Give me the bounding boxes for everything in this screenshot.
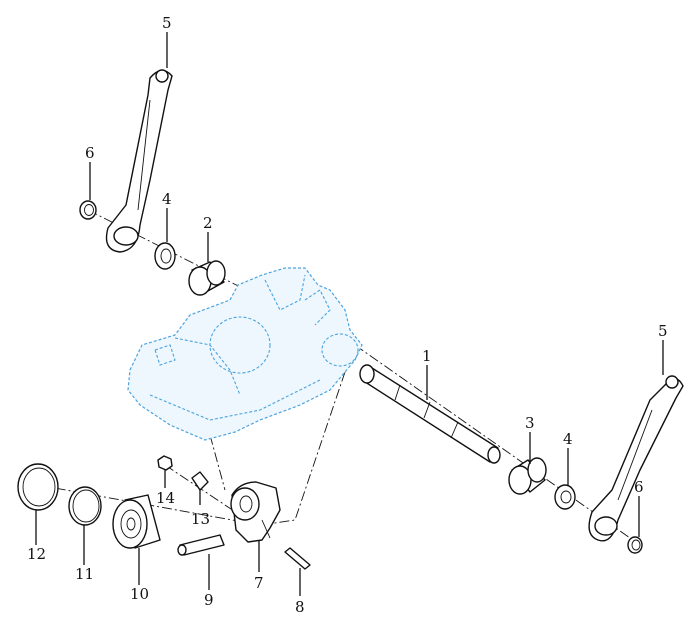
cover-12 xyxy=(17,463,59,511)
snap-ring-lower xyxy=(627,536,643,554)
housing-outline xyxy=(127,267,363,441)
lever-arm-lower xyxy=(588,375,684,542)
lever-arm-upper xyxy=(105,69,173,253)
callout-12: 12 xyxy=(27,545,46,563)
roller-10 xyxy=(112,494,161,549)
plate-13 xyxy=(191,471,209,491)
callout-5-lower: 5 xyxy=(658,322,668,340)
washer-lower xyxy=(554,484,576,510)
callout-1: 1 xyxy=(422,347,432,365)
washer-upper xyxy=(154,242,176,270)
bushing-3 xyxy=(508,457,547,495)
callout-13: 13 xyxy=(191,510,210,528)
callout-4-upper: 4 xyxy=(162,190,172,208)
callout-labels: 5 6 4 2 1 3 4 5 6 12 11 10 14 13 7 9 8 xyxy=(27,14,668,616)
snap-ring-upper xyxy=(79,200,97,220)
bushing-2 xyxy=(188,260,226,296)
pin-9 xyxy=(177,534,225,556)
callout-10: 10 xyxy=(130,585,149,603)
callout-4-lower: 4 xyxy=(563,430,573,448)
bracket-7 xyxy=(230,481,281,543)
callout-14: 14 xyxy=(156,489,175,507)
callout-8: 8 xyxy=(295,598,305,616)
callout-7: 7 xyxy=(254,574,264,592)
leader-lines xyxy=(35,32,664,596)
seal-11 xyxy=(68,486,102,526)
shaft-1 xyxy=(359,364,501,464)
callout-6-lower: 6 xyxy=(634,478,644,496)
callout-5-upper: 5 xyxy=(162,14,172,32)
callout-2: 2 xyxy=(203,214,213,232)
callout-3: 3 xyxy=(525,414,535,432)
roll-pin-8 xyxy=(284,547,311,570)
callout-6-upper: 6 xyxy=(85,144,95,162)
callout-11: 11 xyxy=(75,565,94,583)
callout-9: 9 xyxy=(204,591,214,609)
nut-14 xyxy=(157,455,173,471)
